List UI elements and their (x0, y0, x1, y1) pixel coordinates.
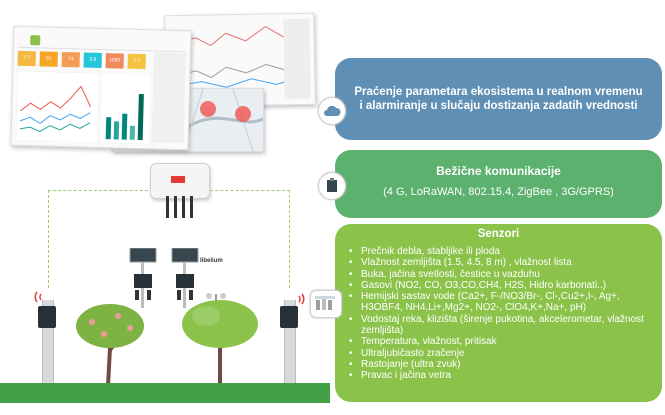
kpi-tile-6: 7.7 (127, 53, 146, 70)
sensor-item: Temperatura, vlažnost, pritisak (349, 336, 662, 348)
gateway-device (150, 163, 210, 199)
sensor-probes-icon (310, 290, 342, 318)
wireless-panel: Bežične komunikacije (4 G, LoRaWAN, 802.… (335, 150, 662, 218)
kpi-tile-2: 91 (39, 51, 58, 67)
link-line-left (48, 190, 49, 288)
dashboard-side-list (151, 52, 186, 144)
sensor-item: Gasovi (NO2, CO, O3,CO,CH4, H2S, Hidro k… (349, 280, 662, 292)
left-wifi-icon (34, 291, 42, 303)
gateway-antennas (166, 196, 193, 218)
cloud-icon (318, 97, 346, 125)
sensor-item: Vlažnost zemljišta (1.5, 4.5, 8 m) , vla… (349, 257, 662, 269)
ground-strip (0, 383, 330, 403)
sensors-title: Senzori (477, 228, 520, 240)
sensor-item: Ultraljubičasto zračenje (349, 348, 662, 360)
sensor-item: Hemijski sastav vode (Ca2+, F-/NO3/Br-, … (349, 291, 662, 314)
dashboard-line-chart (15, 70, 100, 143)
tree-right-icon (182, 300, 258, 386)
right-sensor-node (280, 306, 298, 328)
kpi-tile-1: 7.7 (17, 50, 36, 67)
back-line-chart (175, 18, 311, 100)
wireless-subtitle: (4 G, LoRaWAN, 802.15.4, ZigBee , 3G/GPR… (383, 186, 614, 198)
kpi-tile-5: 1083 (105, 53, 124, 69)
sensor-item: Pravac i jačina vetra (349, 370, 662, 382)
link-line-top-left (48, 190, 148, 191)
sensors-list: Prečnik debla, stabljike ili ploda Vlažn… (347, 246, 662, 382)
kpi-tile-3: 74 (61, 51, 80, 68)
right-wifi-icon (298, 293, 305, 305)
kpi-tile-4: 3.8 (83, 52, 102, 69)
sensor-item: Vodostaj reka, klizišta (širenje pukotin… (349, 314, 662, 337)
link-line-right (289, 190, 290, 288)
dashboard-bar-chart (99, 73, 152, 145)
link-line-top-right (210, 190, 290, 191)
monitoring-text: Praćenje parametara ekosistema u realnom… (354, 86, 643, 112)
solar-sensor-node-1 (129, 248, 157, 308)
wireless-node-icon (318, 172, 346, 200)
left-sensor-node (38, 306, 56, 328)
monitoring-panel: Praćenje parametara ekosistema u realnom… (335, 58, 662, 140)
brand-label: libelium (200, 258, 223, 264)
wireless-title: Bežične komunikacije (436, 164, 561, 178)
dashboard-screenshot-back (164, 12, 316, 108)
sensor-item: Prečnik debla, stabljike ili ploda (349, 246, 662, 258)
dashboard-screenshot-front: 7.7 91 74 3.8 1083 7.7 (10, 25, 192, 151)
solar-sensor-node-2 (171, 248, 199, 308)
tree-left-icon (76, 304, 144, 386)
sensor-item: Rastojanje (ultra zvuk) (349, 359, 662, 371)
sensors-panel: Senzori Prečnik debla, stabljike ili plo… (335, 224, 662, 402)
sensor-item: Buka, jačina svetlosti, čestice u vazduh… (349, 269, 662, 281)
dashboard-logo (30, 35, 41, 46)
